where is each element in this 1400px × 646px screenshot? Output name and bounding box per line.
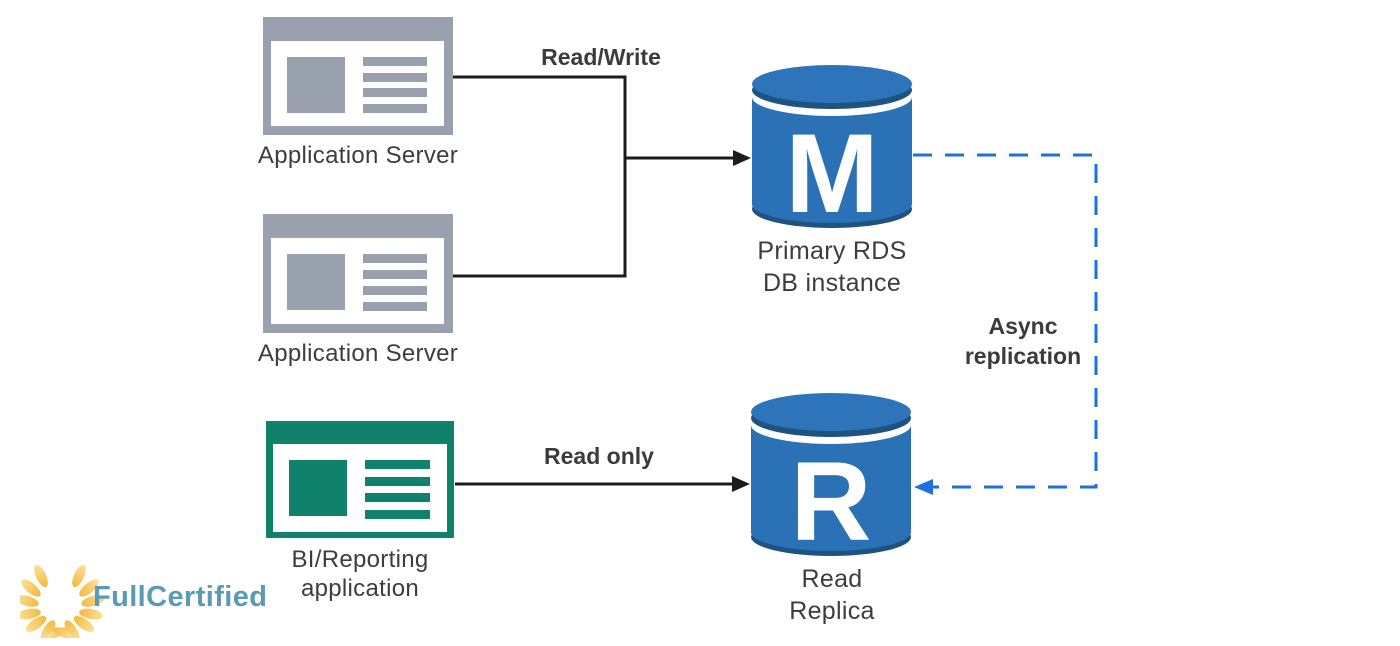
bi-reporting-app-node bbox=[266, 421, 454, 538]
async-label-line-2: replication bbox=[964, 343, 1082, 369]
primary-db-label: Primary RDS DB instance bbox=[712, 235, 952, 299]
app-server-1-label: Application Server bbox=[257, 142, 459, 169]
read-write-merge-connector bbox=[453, 75, 627, 278]
read-replica-label: Read Replica bbox=[712, 563, 952, 627]
async-replication-arrowhead-icon bbox=[914, 479, 933, 495]
fullcertified-logo: FullCertified bbox=[20, 560, 300, 640]
primary-db-letter: M bbox=[785, 111, 878, 230]
logo-wordmark: FullCertified bbox=[93, 581, 268, 613]
read-replica-letter: R bbox=[791, 439, 872, 558]
bi-reporting-app-label: BI/Reporting application bbox=[240, 545, 480, 603]
read-only-edge-label: Read only bbox=[544, 443, 654, 469]
read-write-arrowhead-icon bbox=[733, 150, 751, 166]
app-server-1-node bbox=[263, 17, 453, 135]
bi-label-line-2: application bbox=[300, 575, 420, 602]
server-screen bbox=[271, 238, 444, 324]
wreath-leaves bbox=[20, 564, 105, 638]
app-server-2-node bbox=[263, 214, 453, 333]
server-panel-icon bbox=[289, 460, 347, 516]
laurel-wreath-icon bbox=[20, 564, 105, 638]
server-panel-icon bbox=[287, 57, 345, 113]
server-text-lines-icon bbox=[363, 254, 427, 311]
read-only-arrowhead-icon bbox=[732, 476, 750, 492]
read-write-edge-label: Read/Write bbox=[541, 44, 661, 70]
async-label-line-1: Async bbox=[988, 313, 1058, 339]
async-replication-edge-label: Async replication bbox=[923, 311, 1123, 371]
bi-label-line-1: BI/Reporting bbox=[291, 546, 429, 573]
read-replica-cylinder-icon: R bbox=[751, 393, 911, 558]
server-screen bbox=[271, 41, 444, 126]
primary-db-label-line-2: DB instance bbox=[762, 269, 902, 297]
server-text-lines-icon bbox=[365, 460, 430, 519]
read-replica-label-line-1: Read bbox=[801, 565, 863, 593]
server-screen bbox=[273, 444, 447, 532]
primary-db-label-line-1: Primary RDS bbox=[757, 237, 907, 265]
server-text-lines-icon bbox=[363, 57, 427, 113]
primary-db-cylinder-icon: M bbox=[752, 65, 912, 230]
server-panel-icon bbox=[287, 254, 345, 310]
app-server-2-label: Application Server bbox=[257, 340, 459, 367]
read-replica-label-line-2: Replica bbox=[789, 597, 875, 625]
